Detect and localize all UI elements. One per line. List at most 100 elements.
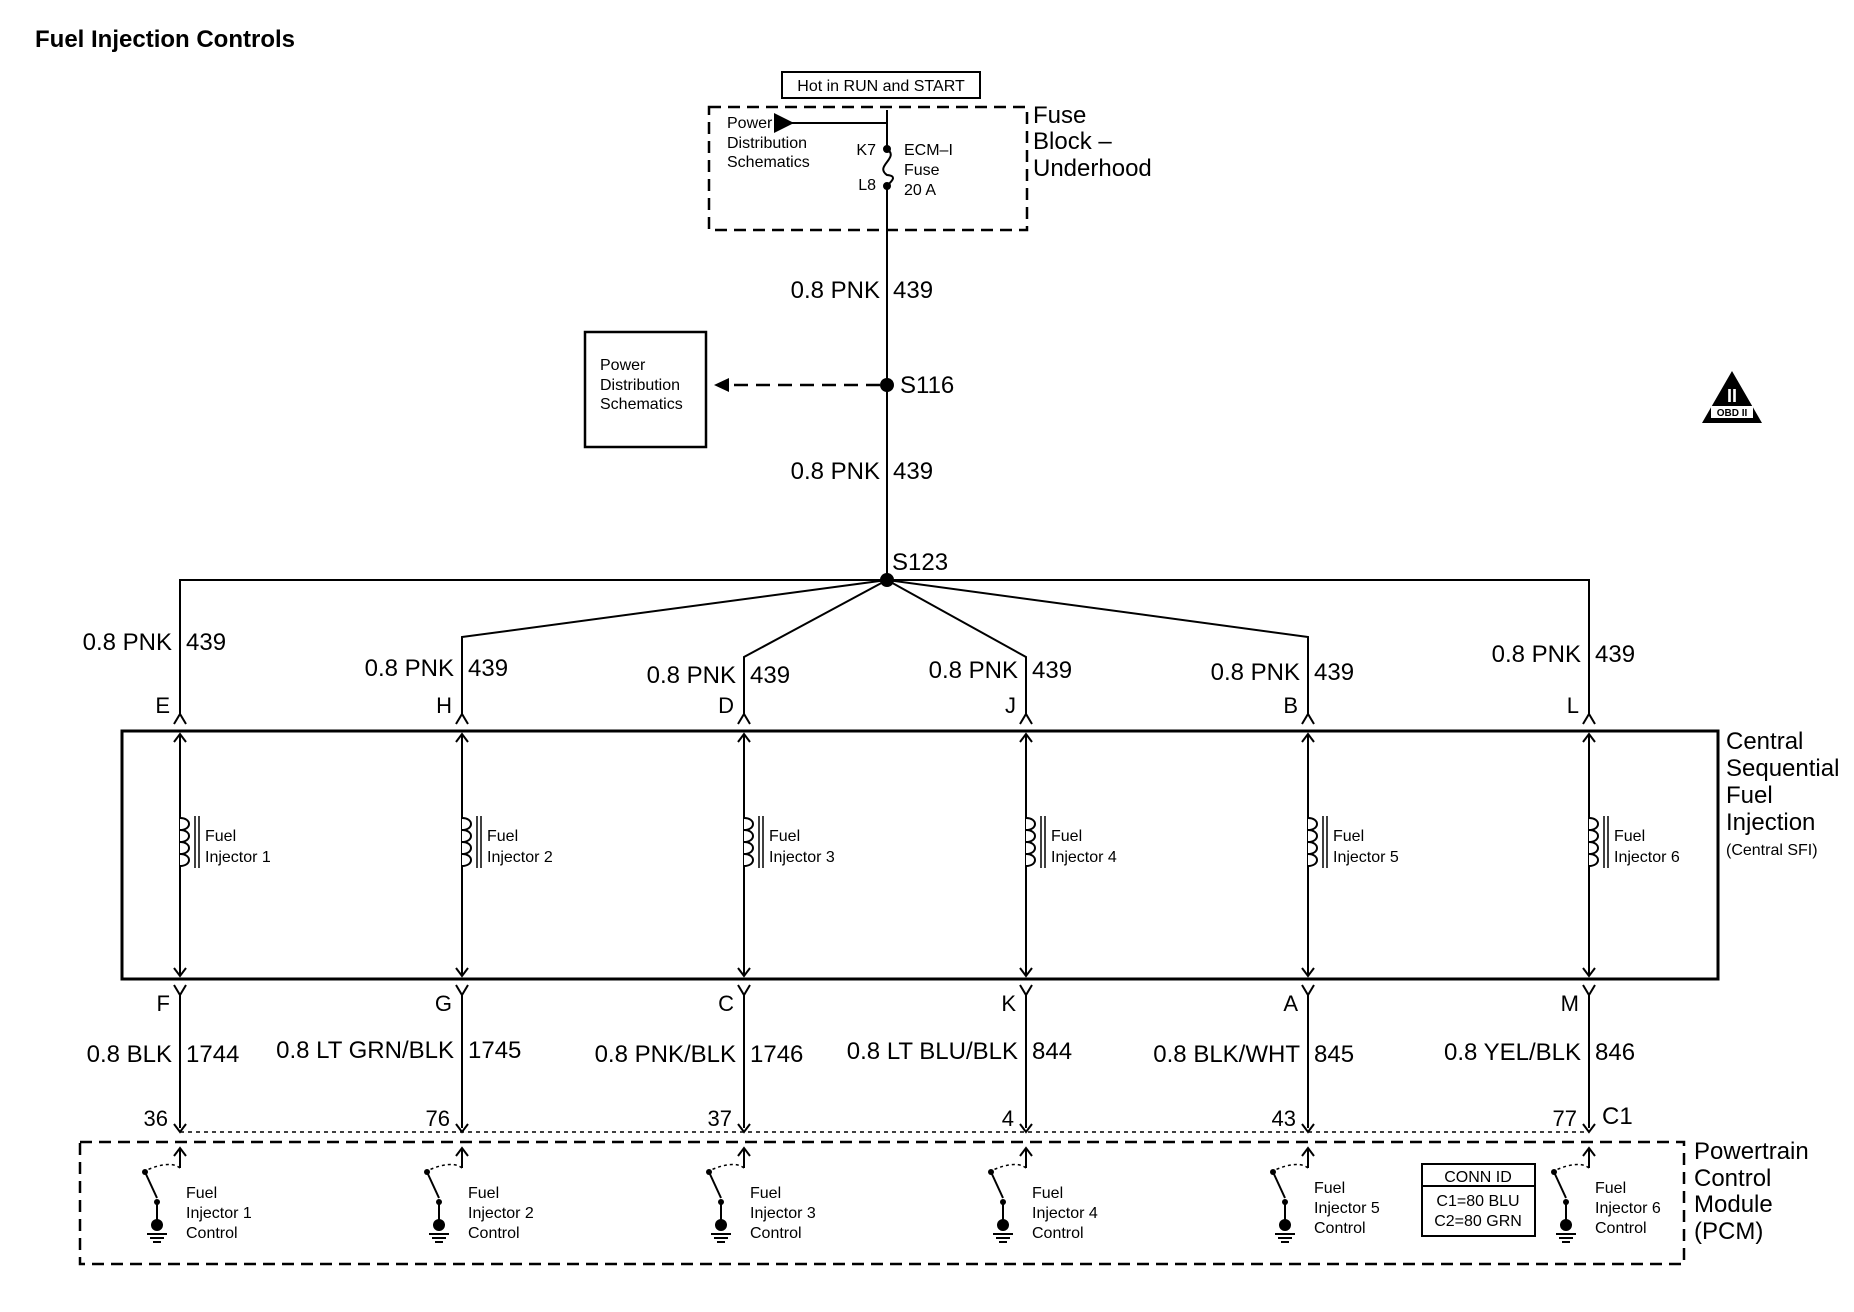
injector-6-ground-node (1560, 1219, 1572, 1231)
injector-5-coil-icon (1307, 817, 1318, 867)
injector-1-bottom-connector (173, 984, 187, 997)
injector-1-top-pin: E (155, 693, 170, 718)
injector-1-control-label-2: Injector 1 (186, 1205, 252, 1222)
obd-ii-icon: II OBD II (1702, 371, 1762, 423)
injector-1-switch-link (146, 1163, 181, 1171)
injector-1-ground-node (151, 1219, 163, 1231)
fuse-pin-l8: L8 (858, 177, 876, 194)
conn-id-line-1: C1=80 BLU (1436, 1193, 1519, 1210)
injector-2-top-connector (455, 712, 469, 725)
injector-2-switch-blade (426, 1171, 440, 1199)
injector-5-control-circuit: 845 (1314, 1041, 1354, 1068)
injector-1-coil-icon (179, 817, 190, 867)
injector-6-bottom-arrow (1582, 967, 1596, 978)
injector-6-coil-icon (1588, 817, 1599, 867)
injector-5-supply-circuit: 439 (1314, 659, 1354, 686)
power-dist-box (583, 330, 708, 449)
injector-3-pcm-pin: 37 (708, 1106, 732, 1131)
splice-s123-label: S123 (892, 549, 948, 576)
injector-4-top-pin: J (1005, 693, 1016, 718)
injector-3-bottom-arrow (737, 967, 751, 978)
injector-6-supply-circuit: 439 (1595, 641, 1635, 668)
fuse-label-2: Fuse (904, 162, 940, 179)
pcm-label-2: Control (1694, 1165, 1771, 1192)
injector-1-control-circuit: 1744 (186, 1041, 239, 1068)
conn-id-title: CONN ID (1444, 1169, 1512, 1186)
injector-2-switch-link (428, 1163, 463, 1171)
injector-5-bottom-pin: A (1283, 991, 1298, 1016)
injector-2-name-1: Fuel (487, 828, 518, 845)
hot-label-box (781, 71, 981, 99)
branch-wire-6 (887, 579, 1590, 715)
injector-4-bottom-arrow (1019, 967, 1033, 978)
c1-connector-label: C1 (1602, 1103, 1633, 1130)
injector-1-bottom-arrow (173, 967, 187, 978)
injector-4-name-1: Fuel (1051, 828, 1082, 845)
injector-5-name-2: Injector 5 (1333, 849, 1399, 866)
injector-1-switch-blade (144, 1171, 158, 1199)
injector-6-top-connector (1582, 712, 1596, 725)
injector-1-name-2: Injector 1 (205, 849, 271, 866)
pcm-label-3: Module (1694, 1191, 1773, 1218)
conn-id-line-2: C2=80 GRN (1434, 1213, 1522, 1230)
injector-3-control-circuit: 1746 (750, 1041, 803, 1068)
injector-5-pcm-pin: 43 (1272, 1106, 1296, 1131)
pcm-box (78, 1140, 1686, 1266)
injector-2-control-label-1: Fuel (468, 1185, 499, 1202)
injector-6-name-2: Injector 6 (1614, 849, 1680, 866)
injector-4-name-2: Injector 4 (1051, 849, 1117, 866)
injector-3-top-connector (737, 712, 751, 725)
injector-4-top-connector (1019, 712, 1033, 725)
injector-5-top-connector (1301, 712, 1315, 725)
injector-2-control-wire-color: 0.8 LT GRN/BLK (276, 1037, 454, 1064)
feed-wire-color-1: 0.8 PNK (791, 277, 880, 304)
injector-5-control-label-1: Fuel (1314, 1180, 1345, 1197)
injector-6-switch-blade (1553, 1171, 1567, 1199)
central-sfi-box (120, 729, 1720, 981)
svg-text:OBD II: OBD II (1717, 408, 1748, 419)
injector-6-pcm-pin: 77 (1553, 1106, 1577, 1131)
injector-4-bottom-pin: K (1001, 991, 1016, 1016)
fuse-power-dist-1: Power (727, 115, 773, 132)
central-sfi-label-5: (Central SFI) (1726, 842, 1818, 859)
injector-5-pcm-connector (1301, 1123, 1315, 1134)
injector-2-ground-node (433, 1219, 445, 1231)
injector-4-coil-icon (1025, 817, 1036, 867)
injector-2-pcm-connector (455, 1123, 469, 1134)
injector-1-pcm-pin: 36 (144, 1106, 168, 1131)
injector-1-supply-wire-color: 0.8 PNK (83, 629, 172, 656)
pcm-label-4: (PCM) (1694, 1218, 1763, 1245)
injector-2-control-circuit: 1745 (468, 1037, 521, 1064)
injector-5-control-label-2: Injector 5 (1314, 1200, 1380, 1217)
injector-5-name-1: Fuel (1333, 828, 1364, 845)
injector-3-bottom-connector (737, 984, 751, 997)
injector-4-control-circuit: 844 (1032, 1038, 1072, 1065)
central-sfi-label-2: Sequential (1726, 755, 1839, 782)
fuse-symbol (882, 148, 894, 187)
injector-3-control-label-2: Injector 3 (750, 1205, 816, 1222)
injector-2-supply-wire-color: 0.8 PNK (365, 655, 454, 682)
fuse-block-name-1: Fuse (1033, 102, 1086, 129)
injector-2-coil-icon (461, 817, 472, 867)
power-dist-box-2: Distribution (600, 377, 680, 394)
injector-4-supply-circuit: 439 (1032, 657, 1072, 684)
svg-text:II: II (1727, 386, 1737, 406)
fuse-label-1: ECM–I (904, 142, 953, 159)
injector-1-control-label-1: Fuel (186, 1185, 217, 1202)
injector-1-control-wire-color: 0.8 BLK (87, 1041, 172, 1068)
injector-4-pcm-pin: 4 (1002, 1106, 1014, 1131)
injector-5-top-pin: B (1283, 693, 1298, 718)
injector-6-control-circuit: 846 (1595, 1039, 1635, 1066)
branch-wire-1 (179, 579, 887, 715)
injector-3-supply-circuit: 439 (750, 662, 790, 689)
feed-wire-color-2: 0.8 PNK (791, 458, 880, 485)
injector-2-control-label-2: Injector 2 (468, 1205, 534, 1222)
fuse-label-3: 20 A (904, 182, 936, 199)
injector-6-bottom-connector (1582, 984, 1596, 997)
branch-wire-4 (886, 579, 1027, 715)
fuse-block-underhood (707, 105, 1029, 232)
injector-4-control-label-2: Injector 4 (1032, 1205, 1098, 1222)
injector-6-control-wire-color: 0.8 YEL/BLK (1444, 1039, 1581, 1066)
